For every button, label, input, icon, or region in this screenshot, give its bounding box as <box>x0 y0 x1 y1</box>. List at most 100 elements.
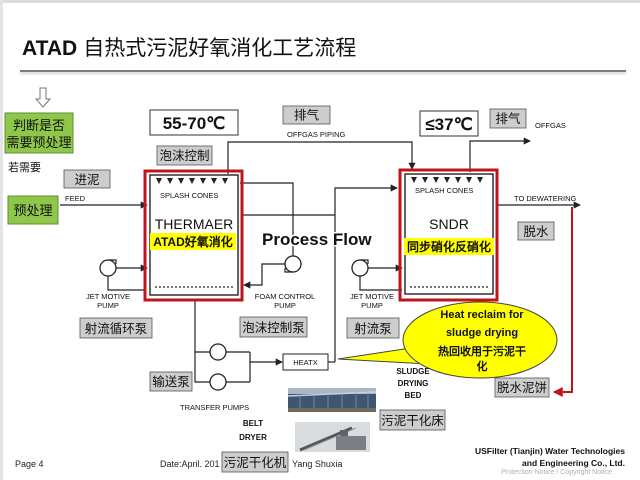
offgas-label: OFFGAS <box>535 121 566 130</box>
mesophilic-temp-box: ≤37℃ <box>419 110 479 137</box>
transfer-discharge-pipe <box>226 351 251 383</box>
left-border <box>0 0 3 480</box>
page-number: Page 4 <box>15 459 44 469</box>
feed-label: FEED <box>65 194 86 203</box>
foam-control-cn: 泡沫控制 <box>159 149 209 163</box>
company-name: USFilter (Tianjin) Water Technologies an… <box>475 445 625 469</box>
thermaer-splash-cones-label: SPLASH CONES <box>160 191 218 200</box>
diagram-heading: Process Flow <box>262 230 372 249</box>
drying-bed-tag: 污泥干化床 <box>379 409 446 431</box>
pretreatment-label: 预处理 <box>13 203 52 218</box>
jet-circulation-pump-cn: 射流循环泵 <box>85 321 148 336</box>
title-prefix: ATAD <box>22 37 78 60</box>
foam-return-pipe <box>243 263 285 289</box>
decision-line-2: 需要预处理 <box>6 135 71 150</box>
heat-reclaim-line-2: sludge drying <box>446 327 518 339</box>
right-jet-pump-label-2: PUMP <box>361 301 383 310</box>
sludge-cake-tag: 脱水泥饼 <box>494 377 550 398</box>
sndr-tank: SPLASH CONES SNDR 同步硝化反硝化 <box>398 168 499 302</box>
down-arrow-icon <box>34 87 52 108</box>
offgas-left-tag: 排气 <box>282 105 331 125</box>
drying-bed-label-3: BED <box>405 391 422 400</box>
transfer-pumps-label: TRANSFER PUMPS <box>180 403 249 412</box>
thermaer-highlight-frame <box>143 169 244 302</box>
sludge-cake-cn: 脱水泥饼 <box>497 380 547 395</box>
transfer-suction-pipe <box>194 300 210 383</box>
foam-suction-pipe <box>240 182 294 256</box>
sludge-drying-bed-photo <box>287 388 377 412</box>
heat-reclaim-line-3: 热回收用于污泥干 <box>438 344 526 358</box>
foam-control-tag: 泡沫控制 <box>156 145 213 166</box>
sndr-label-cn: 同步硝化反硝化 <box>407 239 491 254</box>
belt-dryer-label-2: DRYER <box>239 433 267 442</box>
transfer-pump-tag: 输送泵 <box>149 371 193 392</box>
transfer-pump-cn: 输送泵 <box>152 374 190 389</box>
foam-pump-label-2: PUMP <box>274 301 296 310</box>
decision-line-1: 判断是否 <box>13 118 65 133</box>
left-jet-motive-pump-icon <box>99 259 117 277</box>
thermaer-label-cn: ATAD好氧消化 <box>153 234 233 249</box>
offgas-right-cn: 排气 <box>495 111 521 126</box>
thermaer-tank: SPLASH CONES THERMAER ATAD好氧消化 <box>143 169 244 302</box>
sndr-name: SNDR <box>429 216 469 232</box>
right-jet-motive-pump-icon <box>351 259 369 277</box>
right-jet-pump-label-1: JET MOTIVE <box>350 292 394 301</box>
foam-control-pump-cn: 泡沫控制泵 <box>242 321 305 335</box>
left-jet-pump-label-1: JET MOTIVE <box>86 292 130 301</box>
jet-pump-cn: 射流泵 <box>354 321 392 336</box>
pipes <box>60 137 581 397</box>
mesophilic-temp: ≤37℃ <box>425 115 472 134</box>
drying-bed-label-2: DRYING <box>398 379 429 388</box>
heat-reclaim-line-1: Heat reclaim for <box>440 309 524 321</box>
splash-cones-icon <box>411 177 483 183</box>
offgas-right-tag: 排气 <box>489 108 527 129</box>
offgas-piping-label: OFFGAS PIPING <box>287 130 346 139</box>
offgas-left-cn: 排气 <box>294 108 320 123</box>
foam-pump-label-1: FOAM CONTROL <box>255 292 315 301</box>
company-line-2: and Engineering Co., Ltd. <box>522 458 625 468</box>
thermaer-name: THERMAER <box>155 216 234 232</box>
drying-bed-label-1: SLUDGE <box>396 367 430 376</box>
heat-exchanger: HEATX <box>282 353 329 371</box>
offgas-piping <box>227 141 416 174</box>
sndr-splash-cones-label: SPLASH CONES <box>415 186 473 195</box>
footer-author: Yang Shuxia <box>292 459 343 469</box>
splash-cones-icon <box>156 178 228 184</box>
foam-control-pump-tag: 泡沫控制泵 <box>239 316 308 338</box>
thermophilic-temp: 55-70℃ <box>163 114 226 133</box>
sludge-cake-flow-line <box>552 207 573 397</box>
sndr-highlight-frame <box>398 168 499 302</box>
belt-dryer-label-1: BELT <box>243 419 263 428</box>
drying-bed-cn: 污泥干化床 <box>381 414 444 428</box>
offgas-outlet-pipe <box>469 137 531 172</box>
feed-tag: 进泥 <box>63 169 111 189</box>
right-jet-suction-pipe <box>359 276 402 291</box>
thermophilic-temp-box: 55-70℃ <box>149 109 239 136</box>
copyright-notice: Protection Notice / Copyright Notice <box>501 469 612 476</box>
heat-reclaim-line-4: 化 <box>477 359 488 373</box>
foam-control-pump-icon <box>284 255 302 273</box>
jet-pump-tag: 射流泵 <box>346 317 400 339</box>
heat-reclaim-callout: Heat reclaim for sludge drying 热回收用于污泥干 … <box>337 301 558 379</box>
transfer-pump-icon <box>209 343 227 391</box>
jet-circulation-pump-tag: 射流循环泵 <box>79 317 153 339</box>
title-divider <box>20 70 626 72</box>
pretreatment-decision-box: 判断是否 需要预处理 <box>4 112 74 154</box>
pretreatment-box: 预处理 <box>7 195 59 225</box>
belt-dryer-tag: 污泥干化机 <box>221 451 289 473</box>
left-jet-pump-label-2: PUMP <box>97 301 119 310</box>
feed-cn: 进泥 <box>74 173 99 187</box>
dewatering-tag: 脱水 <box>517 221 555 241</box>
left-jet-suction-pipe <box>107 276 146 291</box>
dewatering-cn: 脱水 <box>523 224 549 239</box>
top-border <box>0 0 640 3</box>
title-text: 自热式污泥好氧消化工艺流程 <box>83 37 357 60</box>
condition-label: 若需要 <box>8 161 41 174</box>
footer-date: Date:April. 201 <box>160 459 220 469</box>
sndr-feed-pipe <box>334 184 398 362</box>
company-line-1: USFilter (Tianjin) Water Technologies <box>474 446 625 456</box>
heat-exchanger-label: HEATX <box>293 358 317 367</box>
